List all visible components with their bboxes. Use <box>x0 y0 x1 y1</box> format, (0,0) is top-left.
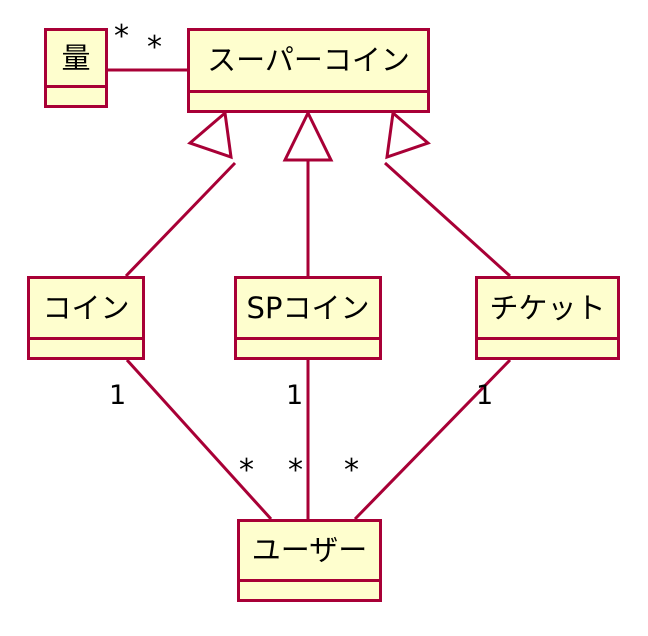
uml-class-supercoin-name: スーパーコイン <box>207 43 410 77</box>
uml-class-ticket-attributes <box>478 340 617 357</box>
multiplicity-amount-star: * <box>114 19 129 54</box>
uml-class-spcoin-attributes <box>237 340 379 357</box>
generalization-line-coin-supercoin <box>124 161 237 278</box>
uml-class-spcoin[interactable]: SPコイン <box>234 276 382 360</box>
uml-class-coin-divider <box>30 337 142 340</box>
uml-class-user-name: ユーザー <box>251 533 368 567</box>
association-line-coin-user <box>125 358 273 521</box>
uml-class-supercoin-attributes <box>190 93 427 110</box>
generalization-arrowhead-ticket <box>385 110 431 160</box>
multiplicity-ticket-one: 1 <box>476 380 494 411</box>
uml-class-user-attributes <box>240 582 379 599</box>
uml-class-user-divider <box>240 579 379 582</box>
multiplicity-supercoin-star: * <box>147 30 162 65</box>
uml-class-spcoin-name: SPコイン <box>246 290 370 325</box>
uml-class-coin[interactable]: コイン <box>27 276 145 360</box>
multiplicity-user-star-left: * <box>239 453 254 488</box>
uml-class-amount[interactable]: 量 <box>44 28 108 108</box>
generalization-arrowhead-spcoin <box>282 109 334 162</box>
uml-class-coin-attributes <box>30 340 142 357</box>
uml-class-ticket[interactable]: チケット <box>475 276 620 360</box>
uml-class-spcoin-divider <box>237 337 379 340</box>
uml-class-amount-divider <box>47 85 105 88</box>
multiplicity-user-star-mid: * <box>288 453 303 488</box>
uml-class-supercoin[interactable]: スーパーコイン <box>187 28 430 113</box>
multiplicity-spcoin-one: 1 <box>286 380 304 411</box>
uml-class-amount-attributes <box>47 88 105 105</box>
multiplicity-user-star-right: * <box>344 453 359 488</box>
uml-class-amount-name: 量 <box>61 40 91 75</box>
association-line-ticket-user <box>353 358 512 521</box>
multiplicity-coin-one: 1 <box>109 380 127 411</box>
uml-class-user[interactable]: ユーザー <box>237 519 382 602</box>
generalization-arrowhead-coin <box>187 110 233 160</box>
uml-class-ticket-name: チケット <box>489 290 606 325</box>
uml-class-ticket-divider <box>478 337 617 340</box>
uml-class-coin-name: コイン <box>42 290 130 325</box>
generalization-line-ticket-supercoin <box>383 161 512 278</box>
uml-class-supercoin-divider <box>190 90 427 93</box>
